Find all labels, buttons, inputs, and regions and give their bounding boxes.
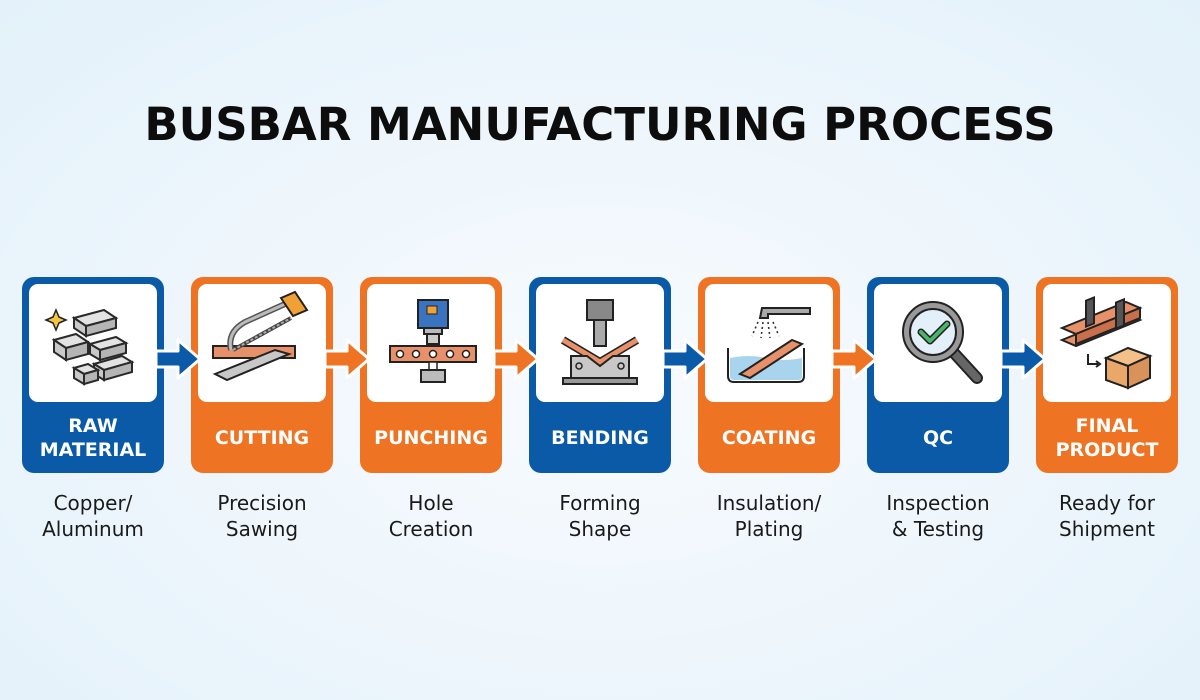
step-icon-panel — [705, 284, 833, 402]
arrow-right-icon — [156, 338, 202, 380]
bending-press-icon — [560, 299, 640, 385]
step-icon-panel — [1043, 284, 1171, 402]
step-label: PUNCHING — [374, 426, 488, 449]
punch-press-icon — [389, 299, 477, 383]
step-card-final-product: FINAL PRODUCT — [1036, 277, 1178, 473]
metal-ingots-icon — [44, 308, 135, 386]
page-title: BUSBAR MANUFACTURING PROCESS — [144, 98, 1056, 151]
step-label: CUTTING — [214, 426, 310, 449]
step-card-cutting: CUTTING — [191, 277, 333, 473]
arrow-right-icon — [1001, 338, 1047, 380]
step-card-punching: PUNCHING — [360, 277, 502, 473]
step-icon-panel — [874, 284, 1002, 402]
step-description: Inspection& Testing — [886, 491, 990, 541]
step-description: Insulation/Plating — [716, 491, 822, 541]
coating-bath-icon — [727, 307, 811, 383]
arrow-right-icon — [325, 338, 371, 380]
step-card-bending: BENDING — [529, 277, 671, 473]
step-icon-panel — [536, 284, 664, 402]
step-icon-panel — [198, 284, 326, 402]
arrow-right-icon — [832, 338, 878, 380]
step-icon-panel — [367, 284, 495, 402]
magnifier-check-icon — [902, 301, 983, 384]
step-label: FINAL PRODUCT — [1055, 414, 1159, 461]
step-icon-panel — [29, 284, 157, 402]
hacksaw-icon — [212, 290, 309, 382]
step-card-coating: COATING — [698, 277, 840, 473]
busbar-box-icon — [1059, 296, 1153, 390]
arrow-right-icon — [663, 338, 709, 380]
step-label: BENDING — [551, 426, 649, 449]
step-label: RAW MATERIAL — [39, 414, 147, 461]
arrow-right-icon — [494, 338, 540, 380]
step-label: COATING — [721, 426, 817, 449]
step-card-qc: QC — [867, 277, 1009, 473]
step-card-raw-material: RAW MATERIAL — [22, 277, 164, 473]
step-description: Copper/Aluminum — [42, 491, 144, 541]
step-label: QC — [922, 426, 954, 449]
